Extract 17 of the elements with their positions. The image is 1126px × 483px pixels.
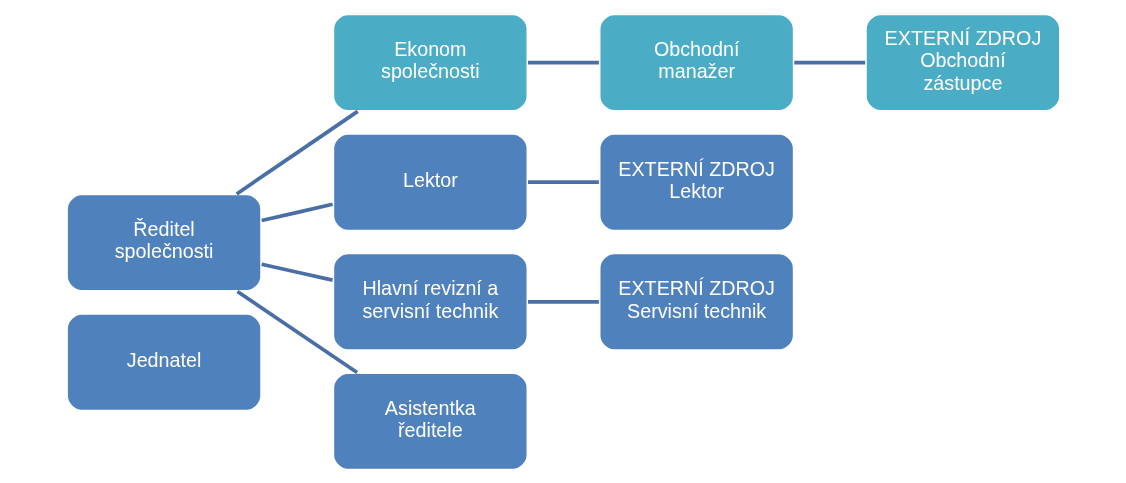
node-box: Ekonom společnosti — [331, 12, 529, 113]
node-box: EXTERNÍ ZDROJ Lektor — [597, 131, 795, 232]
connector — [527, 179, 599, 184]
connector — [793, 60, 865, 64]
connector — [260, 261, 333, 282]
connector — [527, 60, 599, 64]
connector — [260, 202, 333, 222]
connector — [527, 299, 599, 304]
connector — [235, 289, 358, 374]
node-box: EXTERNÍ ZDROJ Servisní technik — [597, 251, 795, 352]
node-box: Hlavní revizní a servisní technik — [331, 251, 529, 352]
node-box: Lektor — [331, 131, 529, 232]
node-box: EXTERNÍ ZDROJ Obchodní zástupce — [863, 12, 1062, 113]
connector — [235, 109, 359, 195]
node-box: Obchodní manažer — [597, 12, 795, 113]
node-box: Jednatel — [64, 311, 263, 412]
node-box: Ředitel společnosti — [64, 192, 263, 293]
